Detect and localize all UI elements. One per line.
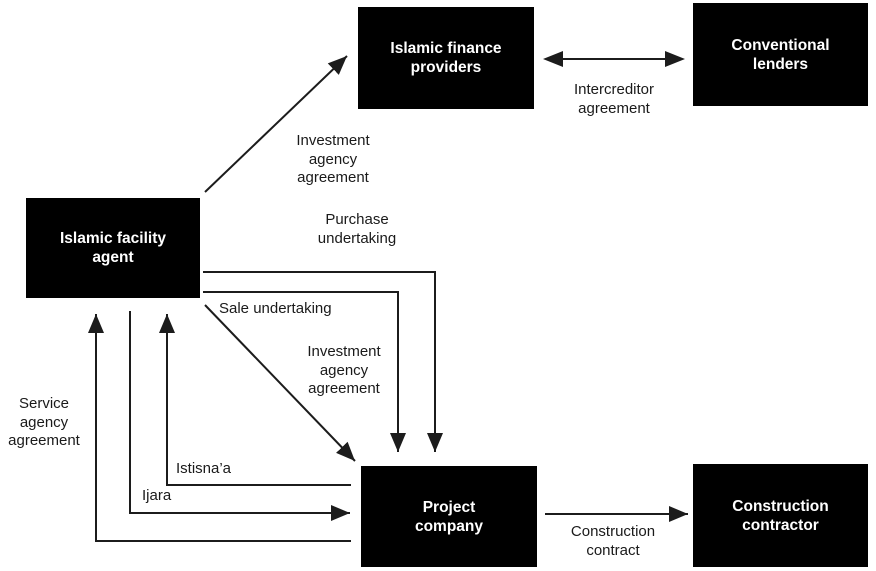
node-label: Islamic finance providers: [390, 40, 502, 76]
node-islamic-finance-providers: Islamic finance providers: [358, 7, 534, 109]
edge-label-purchase-undertaking: Purchase undertaking: [317, 211, 397, 247]
node-label: Construction contractor: [732, 497, 829, 534]
service-agency-agreement-arrow: [88, 314, 351, 542]
node-construction-contractor: Construction contractor: [693, 464, 868, 567]
istisnaa-arrow: [159, 314, 351, 486]
edge-label-ijara: Ijara: [142, 487, 172, 504]
investment-agency-agreement-upper-arrow: [204, 55, 348, 193]
edge-label-intercreditor-agreement: Intercreditor agreement: [573, 81, 655, 117]
ijara-arrow: [129, 311, 350, 521]
node-project-company: Project company: [361, 466, 537, 567]
edge-label-investment-agency-agreement-upper: Investment agency agreement: [296, 132, 370, 186]
intercreditor-agreement-arrow: [543, 51, 685, 67]
sale-undertaking-arrow: [203, 291, 406, 452]
edge-label-sale-undertaking: Sale undertaking: [219, 300, 332, 317]
edge-label-service-agency-agreement: Service agency agreement: [8, 395, 80, 449]
node-conventional-lenders: Conventional lenders: [693, 3, 868, 106]
purchase-undertaking-arrow: [203, 271, 443, 452]
node-label: Islamic facility agent: [60, 230, 166, 266]
edge-label-construction-contract: Construction contract: [570, 523, 656, 559]
node-islamic-facility-agent: Islamic facility agent: [26, 198, 200, 298]
edge-label-istisnaa: Istisna’a: [176, 460, 232, 477]
investment-agency-agreement-lower-arrow: [204, 304, 356, 462]
edge-label-investment-agency-agreement-lower: Investment agency agreement: [307, 343, 381, 397]
node-label: Project company: [414, 498, 484, 535]
node-label: Conventional lenders: [731, 36, 830, 73]
